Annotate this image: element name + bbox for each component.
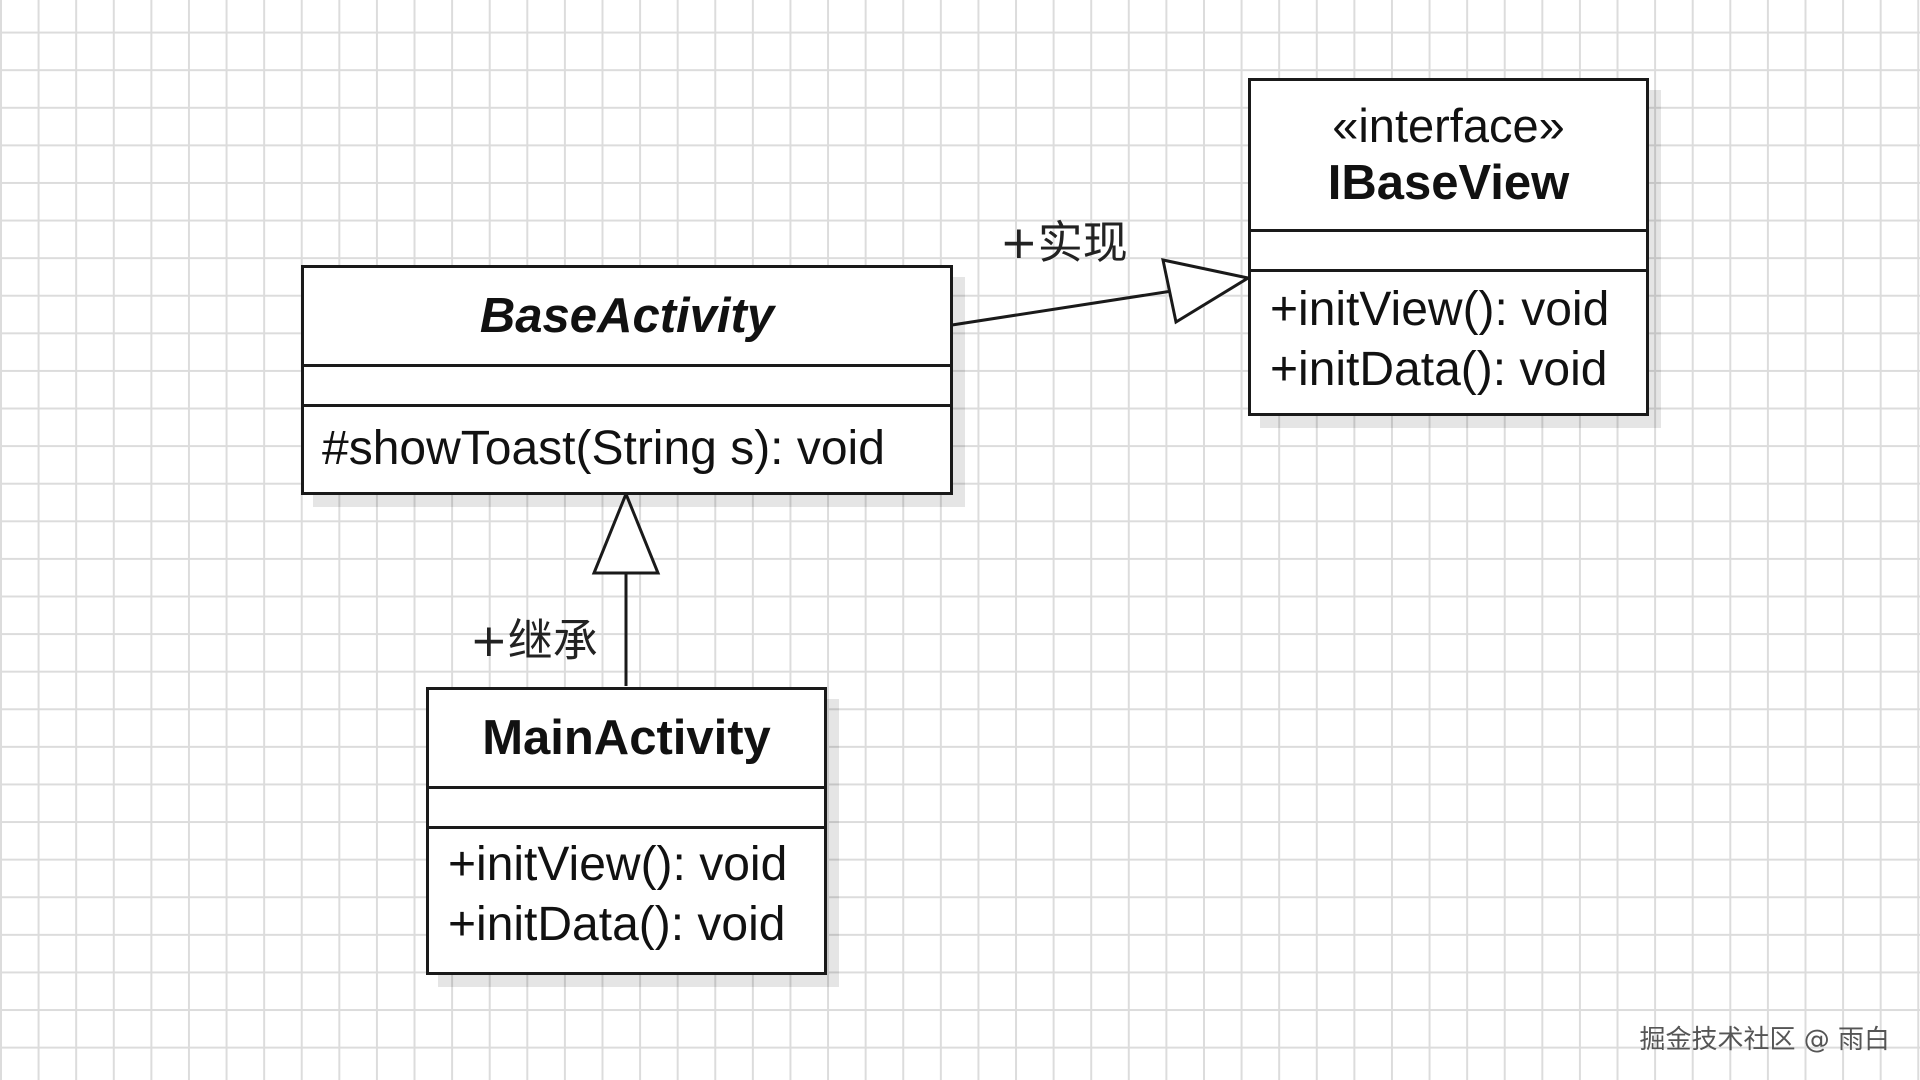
class-name-ibaseview: IBaseView [1327, 156, 1570, 210]
realization-line [951, 289, 1173, 327]
ibaseview-operations-compartment: +initView(): void +initData(): void [1251, 272, 1646, 400]
class-main-activity: MainActivity +initView(): void +initData… [426, 687, 827, 975]
class-ibaseview: «interface» IBaseView +initView(): void … [1248, 78, 1649, 416]
ibaseview-attributes-compartment [1251, 232, 1646, 272]
operation-show-toast: #showToast(String s): void [322, 422, 885, 475]
watermark: 掘金技术社区 @ 雨白 [1639, 1025, 1890, 1055]
class-name-base-activity: BaseActivity [479, 289, 775, 343]
realization-arrowhead [1161, 258, 1252, 325]
inheritance-label: +继承 [470, 614, 598, 667]
main-activity-operations-compartment: +initView(): void +initData(): void [429, 829, 824, 955]
base-activity-name-compartment: BaseActivity [304, 268, 950, 367]
interface-stereotype: «interface» [1332, 99, 1565, 152]
operation-init-view: +initView(): void [1270, 283, 1610, 336]
class-name-main-activity: MainActivity [482, 711, 771, 765]
class-base-activity: BaseActivity #showToast(String s): void [301, 265, 953, 495]
operation-init-data: +initData(): void [1270, 343, 1608, 396]
base-activity-operations-compartment: #showToast(String s): void [304, 407, 950, 479]
realization-label: +实现 [1000, 216, 1128, 269]
inheritance-arrowhead [591, 490, 661, 575]
operation-init-view: +initView(): void [448, 838, 788, 891]
main-activity-name-compartment: MainActivity [429, 690, 824, 789]
operation-init-data: +initData(): void [448, 898, 786, 951]
ibaseview-name-compartment: «interface» IBaseView [1251, 81, 1646, 232]
main-activity-attributes-compartment [429, 789, 824, 829]
base-activity-attributes-compartment [304, 367, 950, 407]
